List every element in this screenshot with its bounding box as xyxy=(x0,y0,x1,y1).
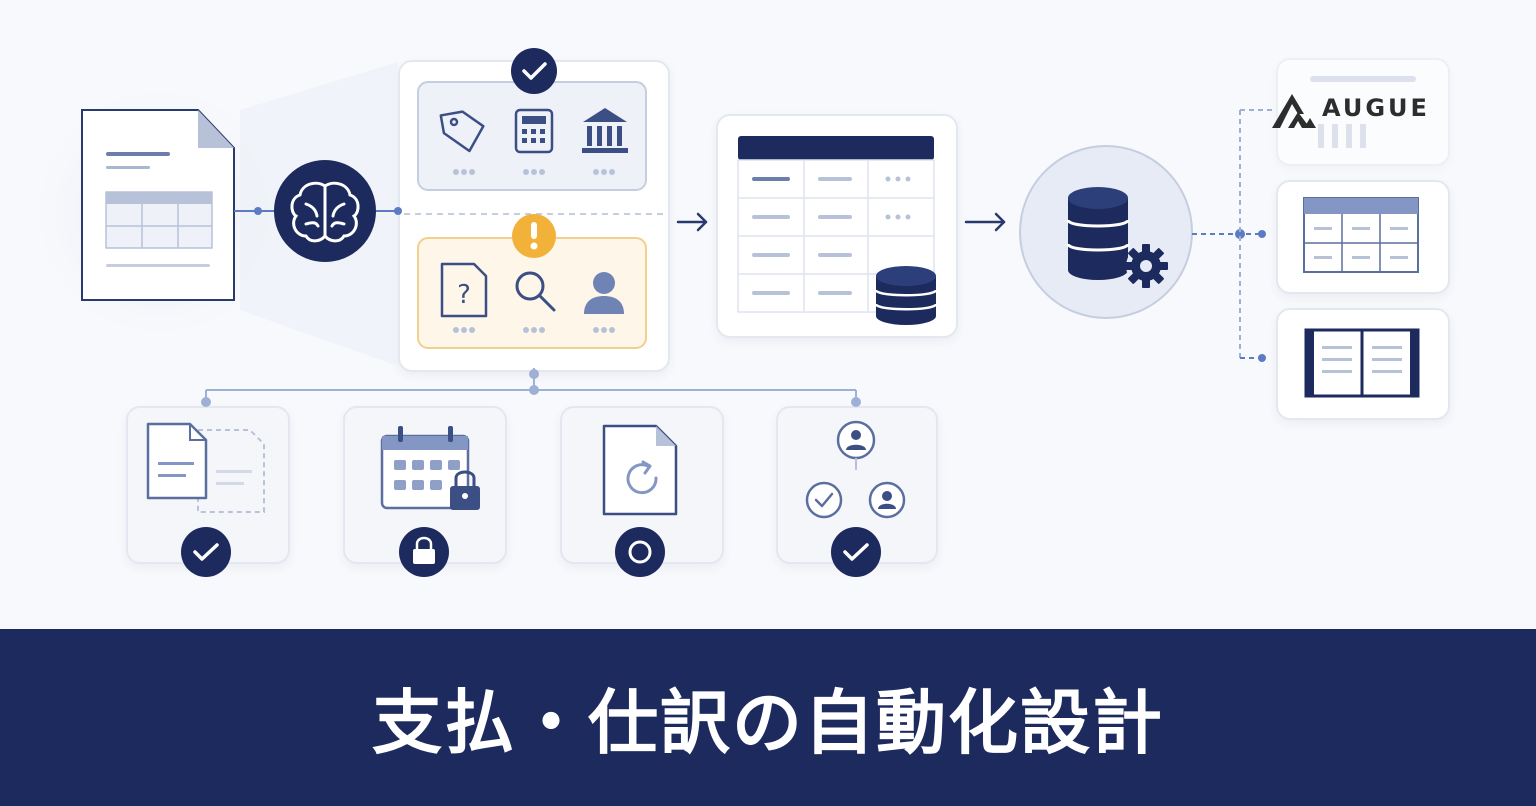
workflow-diagram: ? xyxy=(35,48,1420,577)
control-branch-lines xyxy=(201,368,861,407)
arrow-to-ledger xyxy=(676,212,708,232)
locked-calendar-icon xyxy=(380,426,480,510)
document-with-table-icon xyxy=(81,109,235,301)
verified-dots xyxy=(453,169,615,175)
spreadsheet-with-database-icon xyxy=(737,136,938,325)
report-icon xyxy=(1310,76,1416,148)
verified-check-badge xyxy=(511,48,557,94)
magnifier-icon xyxy=(515,271,556,312)
database-gear-icon xyxy=(1019,145,1193,319)
open-book-icon xyxy=(1304,328,1420,398)
calculator-icon xyxy=(514,108,554,154)
logo-text: AUGUE xyxy=(1322,94,1430,122)
logo-mark-icon xyxy=(1272,94,1316,128)
price-tag-icon xyxy=(439,110,485,153)
person-icon xyxy=(584,272,624,314)
warning-badge xyxy=(512,214,556,258)
output-connectors xyxy=(1192,109,1276,362)
refresh-document-icon xyxy=(602,424,678,516)
banner-title: 支払・仕訳の自動化設計 xyxy=(372,682,1164,764)
lock-icon xyxy=(399,527,449,577)
exception-dots xyxy=(453,327,615,333)
input-connector xyxy=(234,207,402,215)
svg-text:?: ? xyxy=(457,280,471,310)
title-banner: 支払・仕訳の自動化設計 xyxy=(0,629,1536,806)
table-icon xyxy=(1303,197,1419,273)
bank-icon xyxy=(582,108,628,153)
check-icon xyxy=(831,527,881,577)
arrow-to-system xyxy=(964,212,1006,232)
brain-icon xyxy=(274,160,376,262)
duplicate-documents-icon xyxy=(146,422,265,513)
output-report-card xyxy=(1276,58,1450,166)
approval-flow-icon xyxy=(805,420,906,519)
unknown-document-icon: ? xyxy=(440,262,488,318)
brand-logo: AUGUE xyxy=(1270,84,1450,134)
check-icon xyxy=(181,527,231,577)
circle-icon xyxy=(615,527,665,577)
